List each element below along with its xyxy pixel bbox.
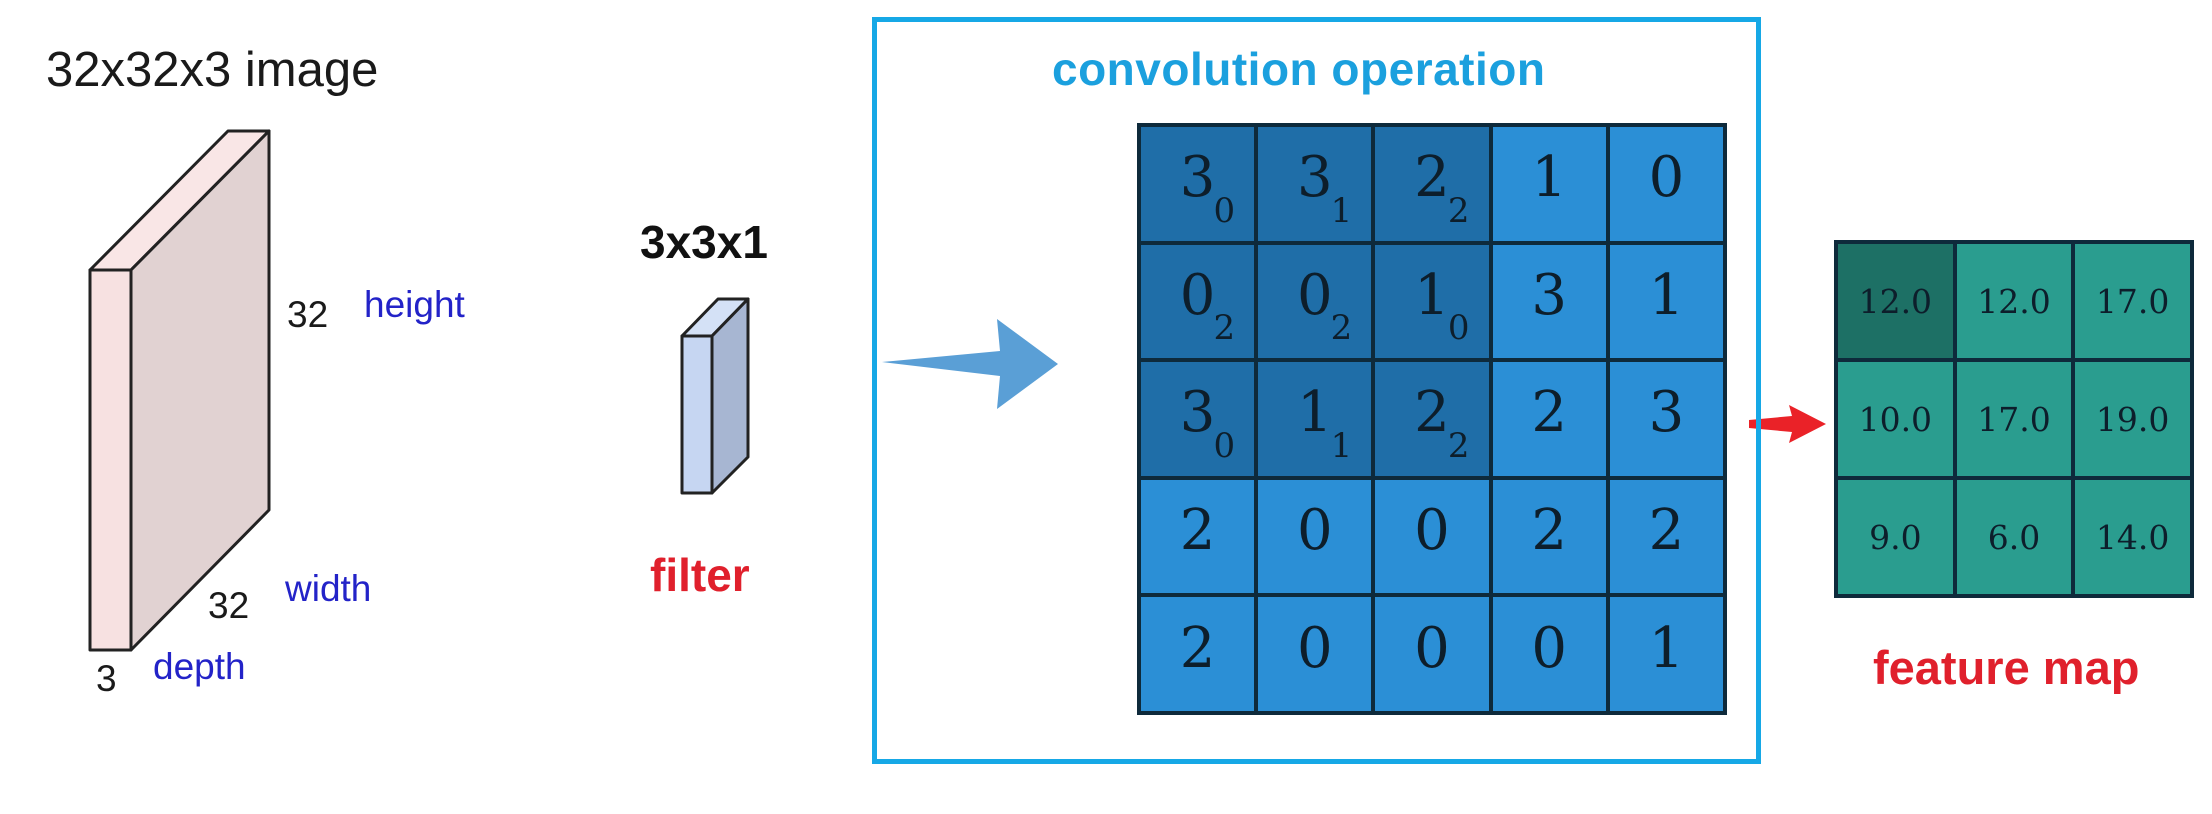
input-cell-r1-c3: 3 — [1492, 244, 1606, 359]
feature-map-cell-r2-c0: 9.0 — [1838, 480, 1953, 594]
feature-map-cell-r0-c1: 12.0 — [1956, 244, 2072, 358]
input-cell-r4-c0: 2 — [1141, 597, 1255, 711]
filter-shape — [680, 297, 750, 495]
input-cell-value: 0 — [1414, 498, 1450, 564]
filter-weight-subscript: 0 — [1213, 425, 1236, 466]
feature-map-label: feature map — [1873, 641, 2140, 694]
filter-weight-subscript: 2 — [1447, 190, 1470, 231]
input-cell-value: 0 — [1296, 262, 1333, 328]
input-cell-value: 3 — [1179, 145, 1216, 211]
width-label: width — [285, 568, 372, 609]
input-cell-r2-c3: 2 — [1492, 362, 1606, 476]
input-cell-value: 0 — [1648, 145, 1685, 211]
input-cell-value: 0 — [1179, 262, 1216, 328]
input-cell-value: 2 — [1531, 498, 1568, 564]
filter-weight-subscript: 2 — [1330, 308, 1353, 349]
input-cell-value: 0 — [1531, 615, 1568, 681]
input-cell-r4-c1: 0 — [1258, 597, 1372, 711]
input-cell-r4-c3: 0 — [1492, 597, 1606, 711]
width-number: 32 — [208, 585, 250, 626]
input-cell-r3-c1: 0 — [1258, 479, 1372, 594]
input-cell-r0-c3: 1 — [1492, 127, 1606, 241]
input-cell-value: 1 — [1414, 262, 1450, 328]
input-cell-value: 1 — [1648, 262, 1685, 328]
input-cell-value: 3 — [1179, 380, 1216, 446]
input-cell-value: 3 — [1296, 145, 1333, 211]
input-cell-r0-c4: 0 — [1609, 127, 1723, 241]
filter-weight-subscript: 0 — [1213, 190, 1236, 231]
height-number: 32 — [287, 294, 329, 335]
input-cell-value: 2 — [1179, 615, 1216, 681]
filter-weight-subscript: 0 — [1447, 308, 1470, 349]
input-cell-r3-c2: 0 — [1375, 479, 1489, 594]
convolution-title: convolution operation — [1052, 43, 1546, 95]
input-volume-shape — [88, 129, 271, 652]
input-cell-value: 0 — [1296, 498, 1333, 564]
input-cell-value: 2 — [1531, 380, 1568, 446]
depth-number: 3 — [96, 658, 117, 699]
input-cell-value: 2 — [1179, 498, 1216, 564]
input-cell-value: 0 — [1414, 615, 1450, 681]
input-cell-value: 0 — [1296, 615, 1333, 681]
input-cell-r2-c4: 3 — [1609, 362, 1723, 476]
filter-weight-subscript: 2 — [1447, 425, 1470, 466]
height-label: height — [364, 284, 465, 325]
blue-arrow-icon — [882, 319, 1058, 409]
filter-weight-subscript: 1 — [1330, 190, 1353, 231]
input-cell-r4-c2: 0 — [1375, 597, 1489, 711]
feature-map-cell-r2-c2: 14.0 — [2075, 480, 2190, 594]
input-cell-value: 1 — [1531, 145, 1568, 211]
feature-map-cell-r1-c2: 19.0 — [2075, 362, 2190, 476]
input-cell-r3-c3: 2 — [1492, 479, 1606, 594]
filter-weight-subscript: 2 — [1213, 308, 1236, 349]
convolution-frame — [872, 17, 1761, 764]
feature-map-cell-r0-c0: 12.0 — [1838, 244, 1953, 358]
feature-map-cell-r0-c2: 17.0 — [2075, 244, 2190, 358]
input-cell-value: 3 — [1648, 380, 1685, 446]
input-cell-value: 2 — [1414, 380, 1450, 446]
depth-label: depth — [153, 646, 246, 687]
filter-size-label: 3x3x1 — [640, 216, 768, 268]
feature-map-cell-r2-c1: 6.0 — [1956, 480, 2072, 594]
filter-weight-subscript: 1 — [1330, 425, 1353, 466]
image-title: 32x32x3 image — [46, 43, 379, 97]
feature-map-cell-r1-c0: 10.0 — [1838, 362, 1953, 476]
input-cell-value: 2 — [1414, 145, 1450, 211]
input-cell-r4-c4: 1 — [1609, 597, 1723, 711]
input-cell-r3-c4: 2 — [1609, 479, 1723, 594]
input-cell-value: 2 — [1648, 498, 1685, 564]
input-cell-value: 3 — [1531, 262, 1568, 328]
filter-label: filter — [650, 549, 750, 601]
feature-map-cell-r1-c1: 17.0 — [1956, 362, 2072, 476]
red-arrow-icon — [1749, 405, 1826, 443]
input-cell-value: 1 — [1648, 615, 1685, 681]
input-cell-r3-c0: 2 — [1141, 479, 1255, 594]
input-cell-value: 1 — [1296, 380, 1333, 446]
input-cell-r1-c4: 1 — [1609, 244, 1723, 359]
